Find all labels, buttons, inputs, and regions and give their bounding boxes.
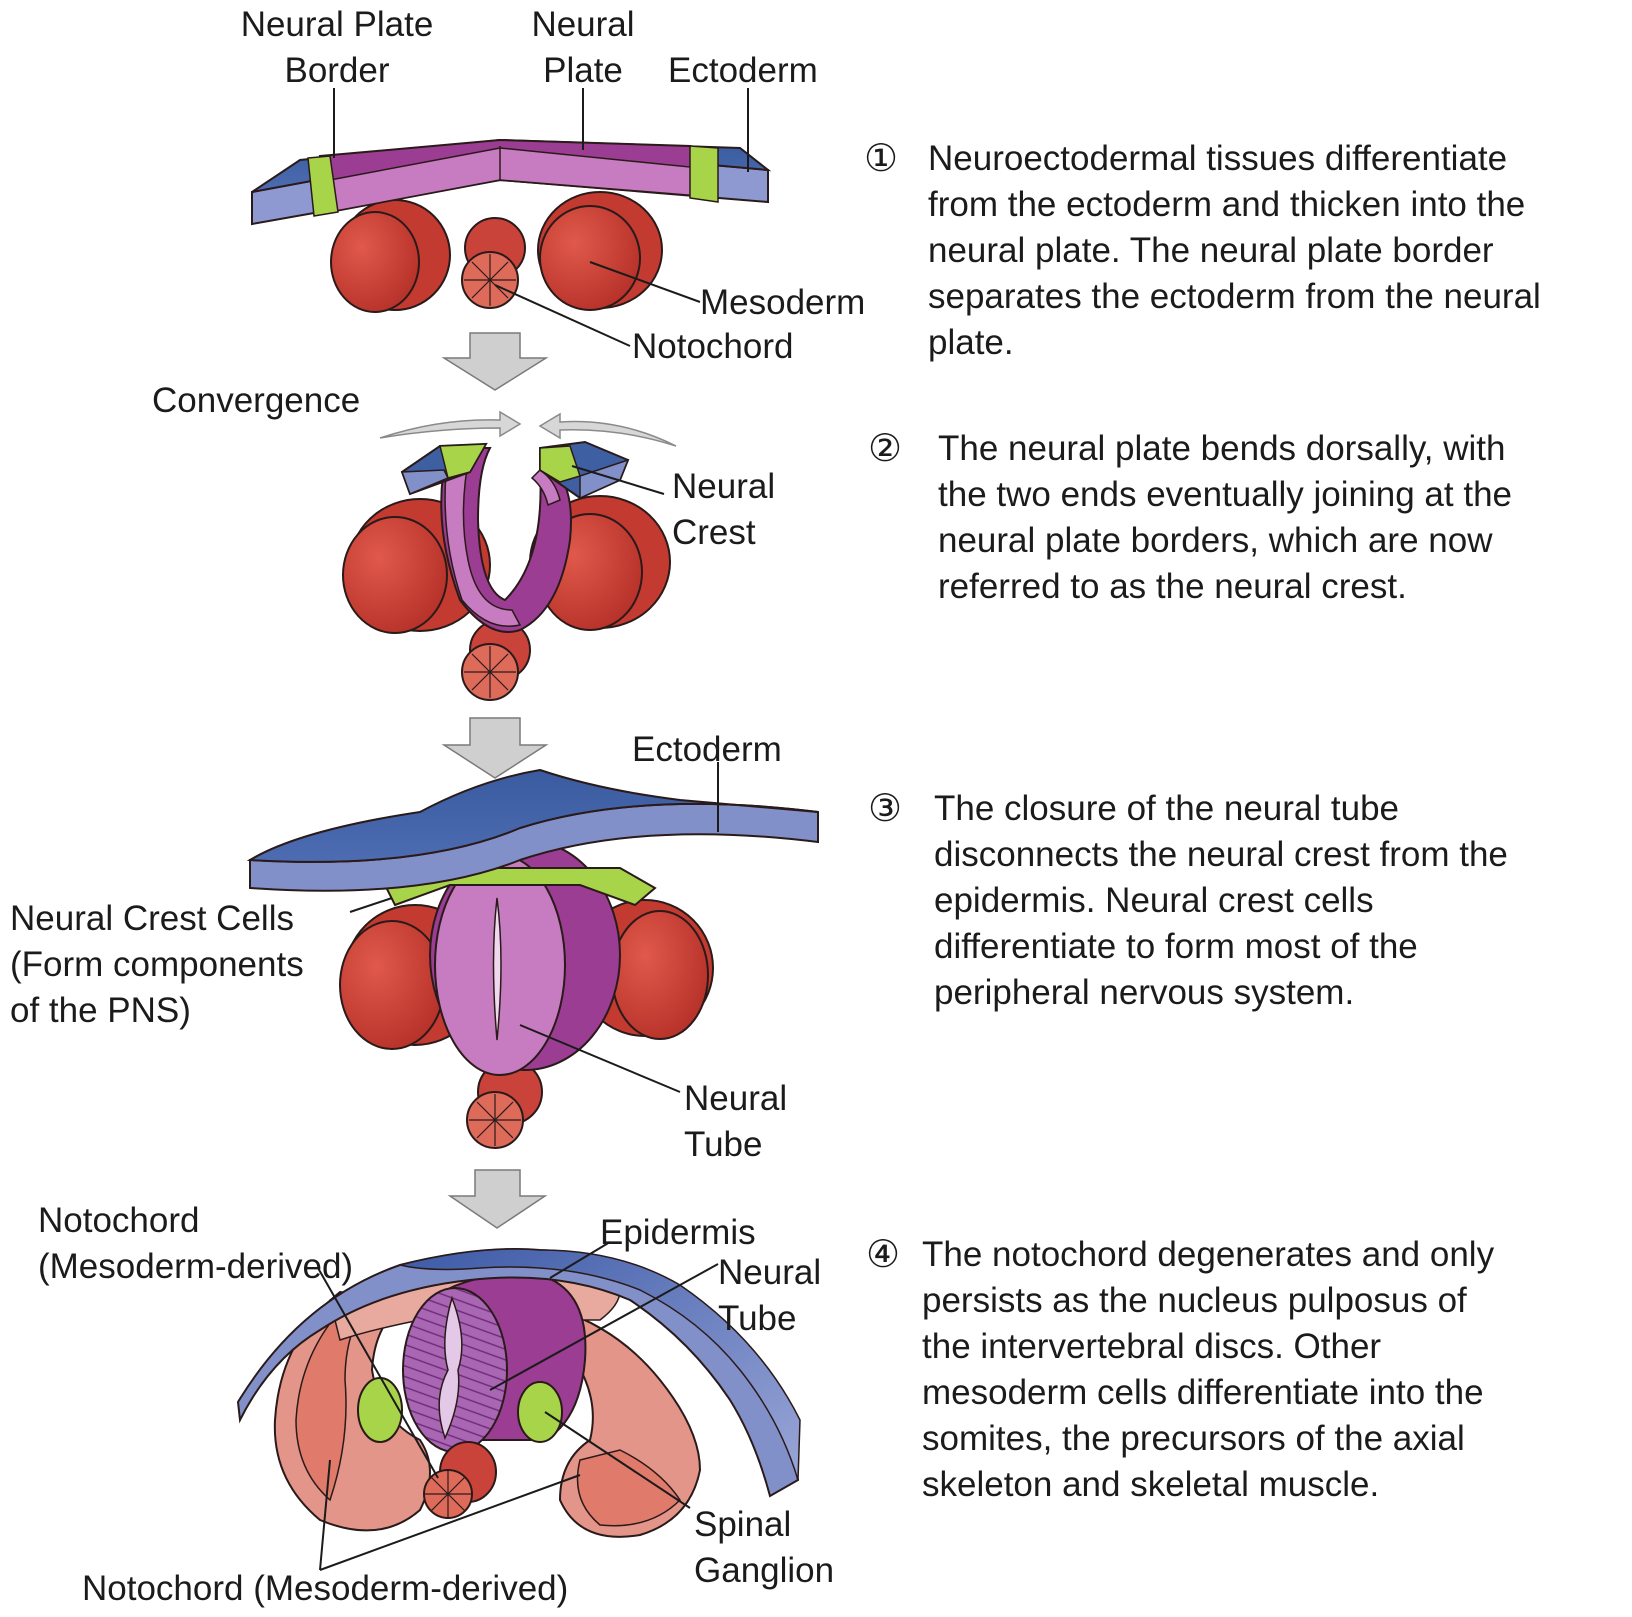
label-ectoderm-1: Ectoderm (668, 51, 818, 90)
notochord-2 (461, 619, 531, 701)
mesoderm-left-1 (330, 199, 451, 313)
label-neural-plate: Neural Plate (531, 5, 635, 90)
leader-lines-3 (349, 762, 719, 1093)
stage-1-neural-plate (251, 88, 772, 347)
neural-plate-slab (251, 138, 772, 226)
leader-lines-4 (317, 1241, 719, 1571)
step-2: ② The neural plate bends dorsally, with … (868, 426, 1632, 616)
label-epidermis: Epidermis (600, 1213, 756, 1252)
notochord-1 (461, 217, 526, 309)
label-neural-plate-border: Neural Plate Border (240, 5, 434, 90)
leader-neural-crest (571, 465, 665, 495)
neural-tube-4 (402, 1287, 508, 1453)
step-4: ④ The notochord degenerates and only per… (866, 1232, 1632, 1517)
step-4-number: ④ (866, 1234, 901, 1276)
stage-4-differentiation (236, 1241, 801, 1571)
step-2-text: The neural plate bends dorsally, with th… (938, 429, 1512, 606)
somite-left-inner (295, 1299, 372, 1502)
label-neural-tube-4: Neural Tube (718, 1253, 822, 1338)
step-1-number: ① (864, 138, 899, 180)
stage-3-neural-tube (246, 762, 819, 1149)
neural-crest-tips (400, 440, 630, 500)
mesoderm-right-1 (537, 191, 663, 311)
somite-right-inner (576, 1449, 681, 1527)
folding-neural-plate (440, 447, 572, 633)
label-convergence: Convergence (152, 381, 361, 420)
label-neural-crest-cells: Neural Crest Cells (Form components of t… (10, 899, 304, 1030)
label-notochord-4: Notochord (Mesoderm-derived) (38, 1201, 354, 1286)
ectoderm-sheet-3 (246, 768, 819, 892)
step-4-text: The notochord degenerates and only persi… (922, 1235, 1495, 1504)
stage-2-convergence (342, 410, 677, 701)
notochord-3 (466, 1059, 543, 1149)
label-ectoderm-3: Ectoderm (632, 730, 782, 769)
step-3-number: ③ (868, 788, 903, 830)
label-neural-tube-3: Neural Tube (684, 1079, 788, 1164)
notochord-4 (423, 1441, 497, 1519)
step-1: ① Neuroectodermal tissues differentiate … (864, 136, 1632, 376)
label-notochord-1: Notochord (632, 327, 794, 366)
neural-tube-3 (429, 839, 621, 1076)
step-2-number: ② (868, 428, 903, 470)
convergence-arrow-left (379, 410, 522, 439)
epidermis-top (399, 1248, 801, 1481)
step-3: ③ The closure of the neural tube disconn… (868, 786, 1632, 1026)
leader-lines-1 (333, 88, 749, 347)
step-3-text: The closure of the neural tube disconnec… (934, 789, 1508, 1012)
spinal-ganglion-left (357, 1377, 403, 1443)
convergence-arrow-right (538, 412, 677, 447)
down-arrow-3 (447, 1169, 548, 1229)
down-arrow-2 (441, 717, 549, 779)
label-neural-crest: Neural Crest (672, 467, 776, 552)
spinal-ganglion-right (517, 1381, 563, 1443)
label-spinal-ganglion: Spinal Ganglion (694, 1505, 835, 1590)
step-1-text: Neuroectodermal tissues differentiate fr… (928, 139, 1541, 362)
label-mesoderm: Mesoderm (700, 283, 866, 322)
down-arrow-1 (441, 332, 549, 391)
label-notochord-bottom: Notochord (Mesoderm-derived) (82, 1569, 569, 1608)
